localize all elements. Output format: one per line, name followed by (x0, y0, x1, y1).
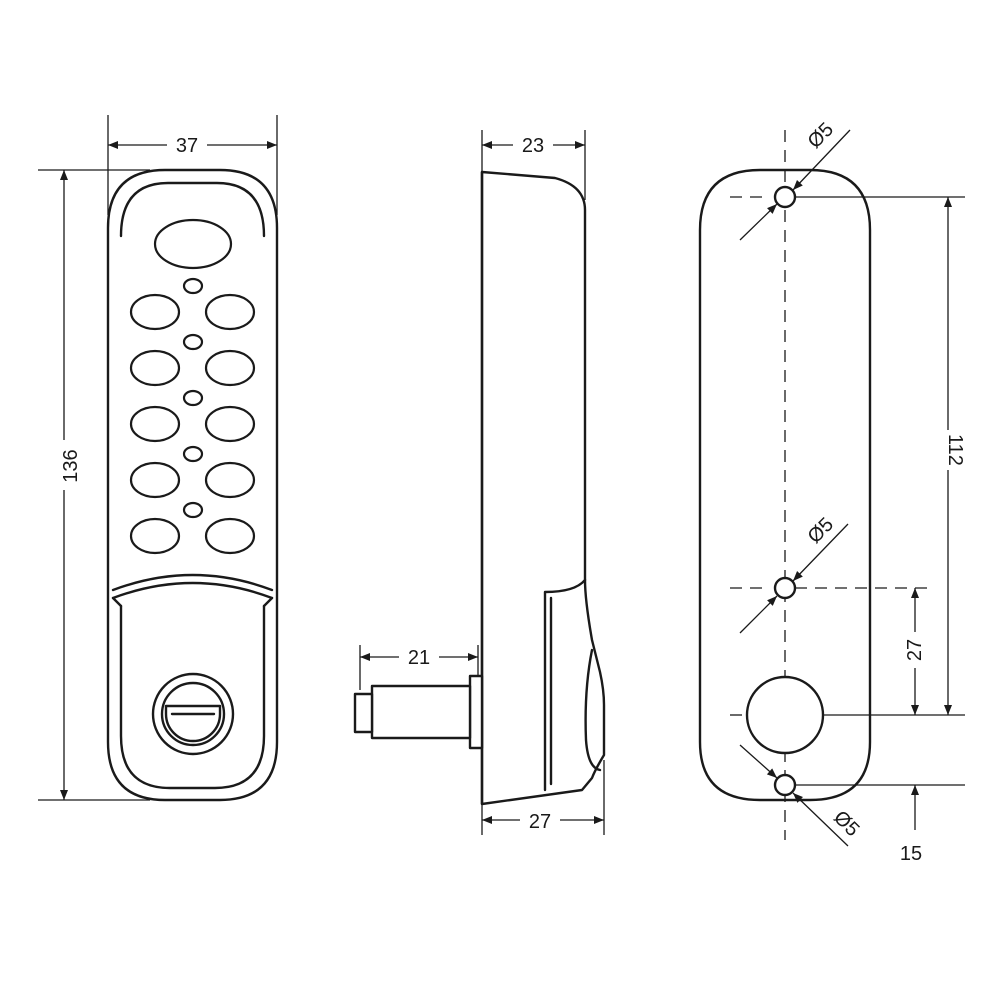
back-view (698, 130, 872, 840)
keypad-key (129, 461, 181, 499)
mount-hole-bottom (773, 773, 797, 797)
keypad-key (129, 349, 181, 387)
spindle (353, 674, 484, 750)
keypad-key (204, 349, 256, 387)
hole-spacing-label: 112 (944, 434, 966, 466)
keypad-indicator-dot (182, 389, 204, 407)
back-outline (698, 168, 872, 802)
bottom-offset-label: 15 (900, 843, 922, 865)
keypad-key (129, 405, 181, 443)
side-view (353, 170, 606, 806)
keypad-key (204, 293, 256, 331)
side-depth-bottom-label: 27 (529, 811, 551, 833)
spindle-flange (468, 674, 484, 750)
lower-housing-outline (119, 604, 266, 790)
keypad-indicator-dot (182, 333, 204, 351)
front-height-label: 136 (60, 449, 82, 482)
spindle-tip (353, 692, 374, 734)
keypad-key (129, 517, 181, 555)
front-view (106, 168, 279, 802)
front-width-label: 37 (176, 135, 198, 157)
keypad-indicator-dot (182, 501, 204, 519)
side-dimensions: 23 21 27 (359, 130, 605, 835)
mount-hole-top (773, 185, 797, 209)
cover-top-edge-inner (111, 581, 274, 600)
cam-hole (745, 675, 825, 755)
mid-to-cam-label: 27 (904, 639, 926, 661)
override-lock-inner (160, 681, 226, 747)
keyhole-top-button (153, 218, 233, 270)
front-inner-rim (119, 181, 266, 238)
front-dimensions: 37 136 (38, 115, 278, 801)
override-lock-outer (151, 672, 235, 756)
cover-side-right (262, 596, 274, 608)
keypad-indicator-dot (182, 277, 204, 295)
mount-hole-mid (773, 576, 797, 600)
hole-dia-bottom-label: Ø5 (829, 807, 863, 841)
keypad-key (129, 293, 181, 331)
override-key-lock (151, 672, 235, 756)
keypad-indicator-dot (182, 445, 204, 463)
keypad (129, 218, 256, 555)
keypad-key (204, 517, 256, 555)
keypad-keys (129, 277, 256, 555)
override-lock-slot-icon (164, 704, 222, 743)
side-cover-curve (584, 648, 602, 772)
keypad-key (204, 405, 256, 443)
side-cover-step (543, 578, 587, 792)
side-depth-top-label: 23 (522, 135, 544, 157)
spindle-length-label: 21 (408, 647, 430, 669)
cover-top-edge (111, 573, 274, 592)
spindle-shaft (370, 684, 472, 740)
cover-side-left (111, 596, 123, 608)
keypad-key (204, 461, 256, 499)
